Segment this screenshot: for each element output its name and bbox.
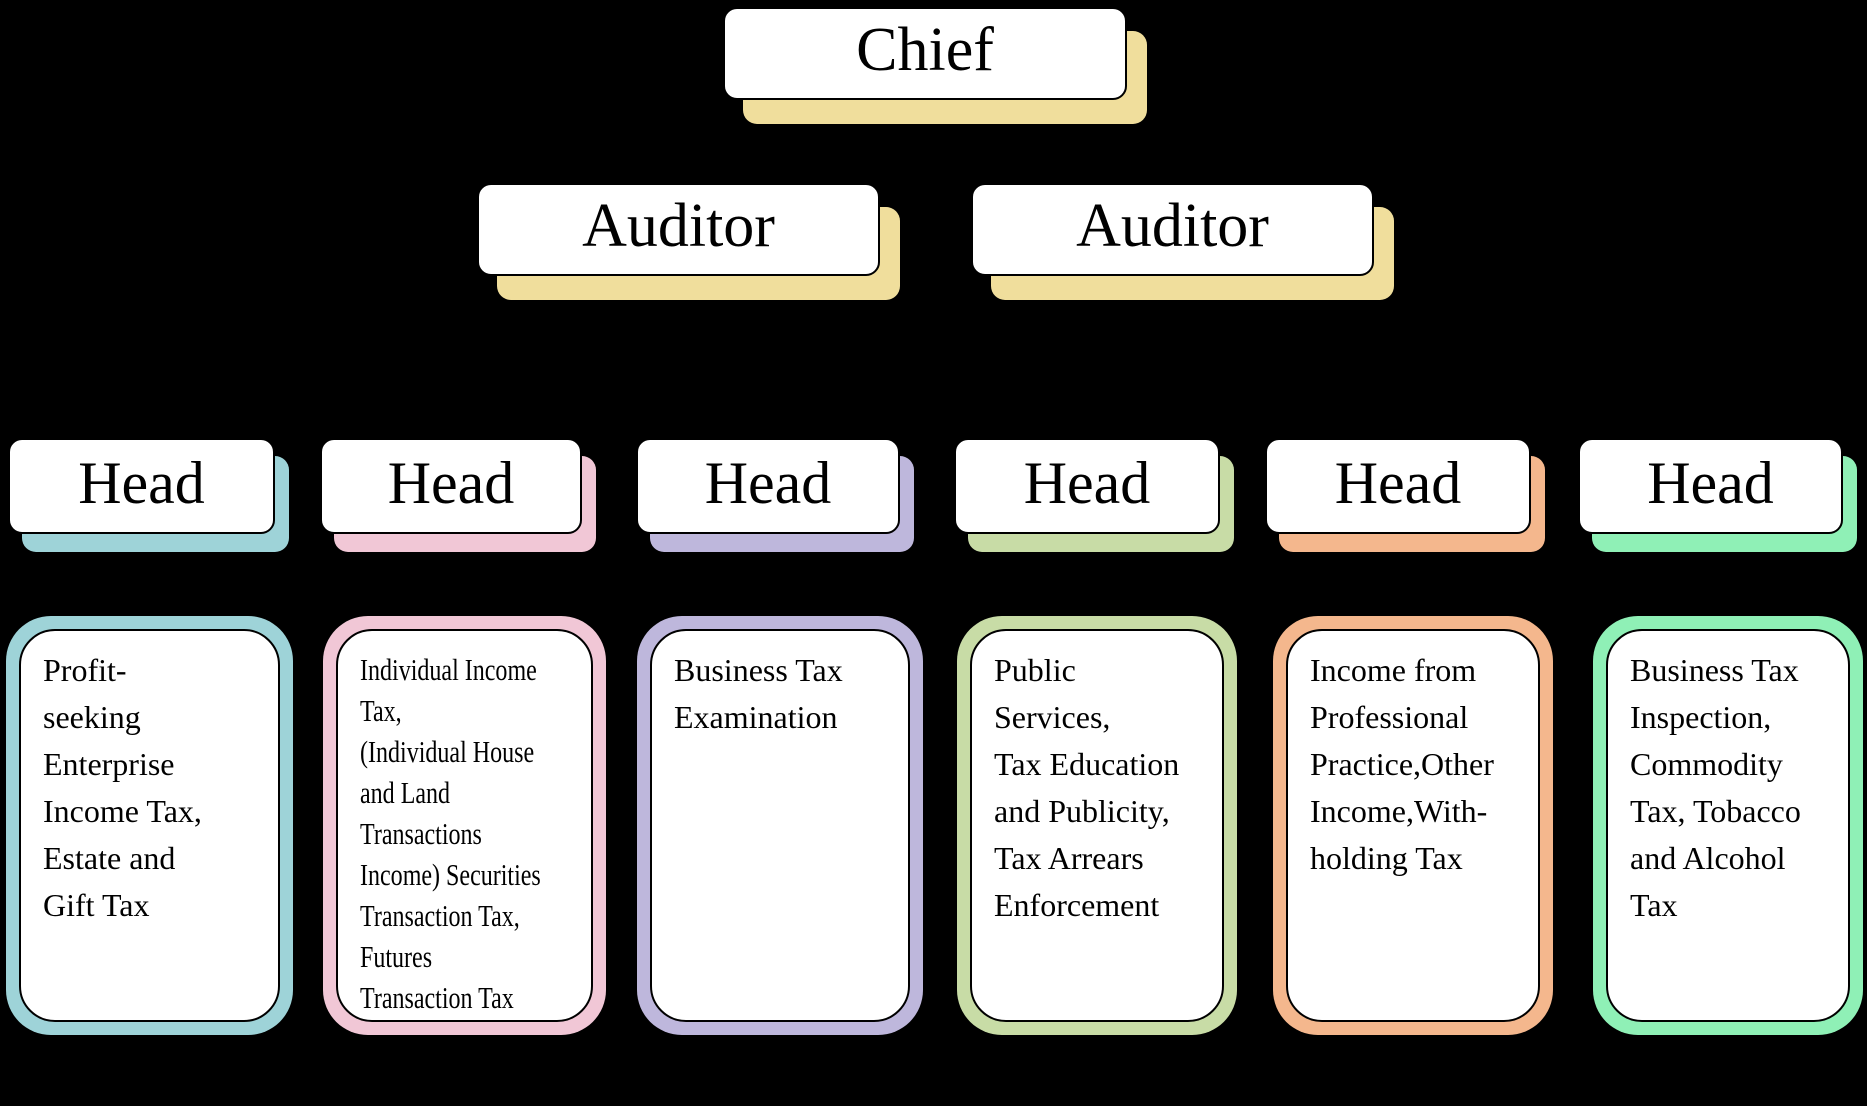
dept-card-6-inner: Business Tax Inspection, Commodity Tax, … (1606, 629, 1850, 1022)
node-auditor-2: Auditor (971, 183, 1374, 276)
dept-card-1-text: Profit- seeking Enterprise Income Tax, E… (43, 652, 202, 923)
node-chief-label: Chief (856, 16, 994, 84)
node-head-6-label: Head (1647, 449, 1774, 516)
node-auditor-1-label: Auditor (582, 192, 775, 260)
dept-card-4-text: Public Services, Tax Education and Publi… (994, 652, 1180, 923)
dept-card-3-text: Business Tax Examination (674, 652, 843, 735)
dept-card-4-inner: Public Services, Tax Education and Publi… (970, 629, 1224, 1022)
dept-card-5-inner: Income from Professional Practice,Other … (1286, 629, 1540, 1022)
dept-card-6-text: Business Tax Inspection, Commodity Tax, … (1630, 652, 1801, 923)
dept-card-5: Income from Professional Practice,Other … (1273, 616, 1553, 1035)
node-head-1: Head (8, 438, 275, 534)
dept-card-4: Public Services, Tax Education and Publi… (957, 616, 1237, 1035)
node-auditor-1: Auditor (477, 183, 880, 276)
dept-card-6: Business Tax Inspection, Commodity Tax, … (1593, 616, 1863, 1035)
node-head-6: Head (1578, 438, 1843, 534)
dept-card-2: Individual Income Tax, (Individual House… (323, 616, 606, 1035)
node-head-5: Head (1265, 438, 1531, 534)
node-chief: Chief (723, 7, 1127, 100)
dept-card-2-text: Individual Income Tax, (Individual House… (360, 652, 541, 1015)
dept-card-5-text: Income from Professional Practice,Other … (1310, 652, 1494, 876)
node-head-4: Head (954, 438, 1220, 534)
node-head-5-label: Head (1334, 449, 1462, 516)
node-head-1-label: Head (78, 449, 205, 516)
node-head-2: Head (320, 438, 582, 534)
dept-card-3: Business Tax Examination (637, 616, 923, 1035)
node-head-3: Head (636, 438, 900, 534)
dept-card-1: Profit- seeking Enterprise Income Tax, E… (6, 616, 293, 1035)
node-head-2-label: Head (387, 449, 515, 516)
node-head-3-label: Head (704, 449, 832, 516)
node-head-4-label: Head (1023, 449, 1151, 516)
dept-card-2-inner: Individual Income Tax, (Individual House… (336, 629, 593, 1022)
dept-card-3-inner: Business Tax Examination (650, 629, 910, 1022)
dept-card-1-inner: Profit- seeking Enterprise Income Tax, E… (19, 629, 280, 1022)
node-auditor-2-label: Auditor (1076, 192, 1269, 260)
